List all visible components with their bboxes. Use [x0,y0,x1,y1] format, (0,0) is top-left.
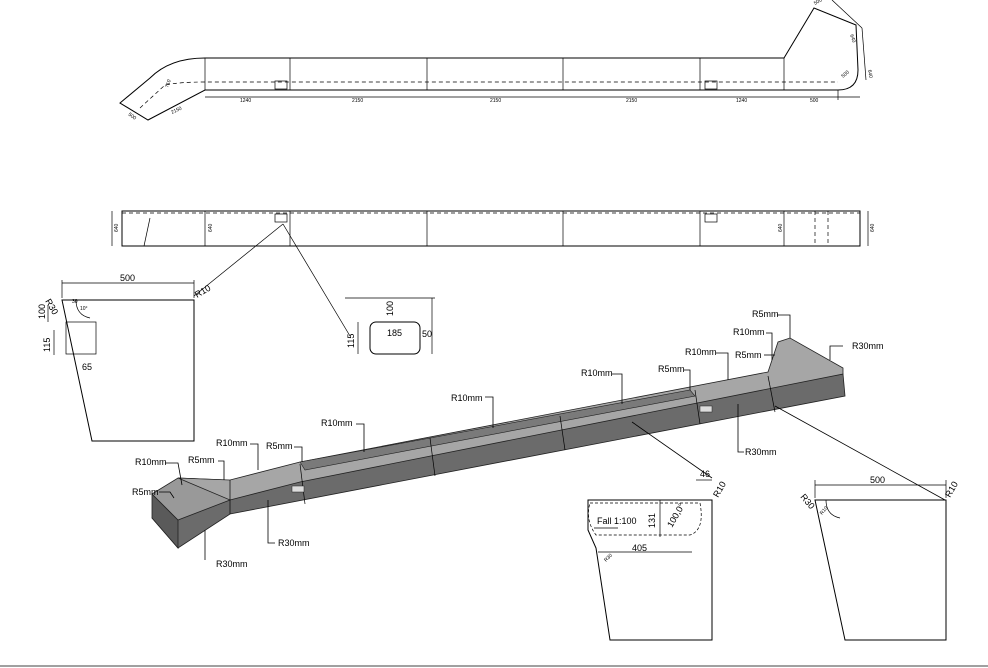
iso-label-r5-f: R5mm [752,309,779,319]
section-left-r10: R10 [193,283,212,300]
plan-dim-d: 640 [848,34,857,44]
section-mid: 46 R10 Fall 1:100 131 100,0° 405 R30 [587,469,728,641]
section-left-top-dim: 500 [120,273,135,283]
plan-dim-1: 1240 [240,98,251,104]
section-mid-r10: R10 [711,480,728,499]
plan-dim-a: 710 [164,79,173,89]
plan-dim-c: 500 [127,112,137,122]
section-left-angle: 10° [80,306,88,312]
iso-label-r5-c: R5mm [266,441,293,451]
iso-label-r5-b: R5mm [132,487,159,497]
plan-dim-2: 2150 [352,98,363,104]
iso-label-r30-a: R30mm [852,341,884,351]
plan-dim-3: 2150 [490,98,501,104]
slot-detail: 100 115 50 185 [345,297,435,355]
plan-view: 1240 2150 2150 2150 1240 500 710 2150 50… [119,0,873,122]
iso-label-r10-b: R10mm [216,438,248,448]
section-left: 500 R10 R30 30 10° 100 115 65 [37,273,212,442]
section-left-65: 65 [82,362,92,372]
plan-dim-6: 500 [810,98,819,104]
section-mid-131: 131 [647,513,657,528]
slot-dim-left: 115 [346,334,356,348]
section-right-r30: R30 [798,492,816,511]
iso-leaders [159,314,946,560]
plan-dim-e: 500 [813,0,823,7]
iso-label-r10-d: R10mm [451,393,483,403]
slot-dim-top: 100 [385,301,395,316]
iso-label-r10-g: R10mm [733,327,765,337]
elev-dim-1: 640 [114,223,120,232]
slot-dim-width: 185 [387,328,402,338]
section-mid-r30: R30 [603,553,614,564]
section-left-115: 115 [42,338,52,352]
iso-label-r5-e: R5mm [735,350,762,360]
elev-dim-3: 640 [778,223,784,232]
section-mid-46: 46 [700,469,710,479]
plan-dim-5: 1240 [736,98,747,104]
iso-label-r10-e: R10mm [581,368,613,378]
section-mid-405: 405 [632,543,647,553]
plan-segment-dims: 1240 2150 2150 2150 1240 500 [240,98,819,104]
plan-dim-g: 500 [840,69,850,79]
section-right-r-small: R10 [819,505,830,516]
section-mid-hatch [587,499,713,641]
section-right-hatch [814,499,947,641]
elev-dim-4: 640 [870,223,876,232]
section-left-100: 100 [37,304,47,319]
iso-label-r10-a: R10mm [135,457,167,467]
iso-label-r5-d: R5mm [658,364,685,374]
elev-dim-2: 640 [208,223,214,232]
section-right: 500 R10 R30 R10 [798,475,960,641]
iso-label-r30-b: R30mm [745,447,777,457]
plan-dim-b: 2150 [170,106,183,116]
iso-model: R10mm R5mm R5mm R10mm R5mm R10mm R10mm R… [132,309,946,569]
section-mid-fall: Fall 1:100 [597,516,637,526]
iso-label-r5-a: R5mm [188,455,215,465]
iso-label-r30-d: R30mm [216,559,248,569]
section-left-r-small: 30 [72,299,78,305]
plan-dim-f: 640 [866,69,873,78]
plan-dim-4: 2150 [626,98,637,104]
slot-dim-right: 50 [422,329,432,339]
iso-label-r10-f: R10mm [685,347,717,357]
section-right-top-dim: 500 [870,475,885,485]
iso-label-r30-c: R30mm [278,538,310,548]
elevation-view: 640 640 640 640 [111,210,876,337]
section-right-r10: R10 [943,480,960,499]
iso-label-r10-c: R10mm [321,418,353,428]
section-left-hatch [61,299,195,442]
iso-labels: R10mm R5mm R5mm R10mm R5mm R10mm R10mm R… [132,309,884,569]
